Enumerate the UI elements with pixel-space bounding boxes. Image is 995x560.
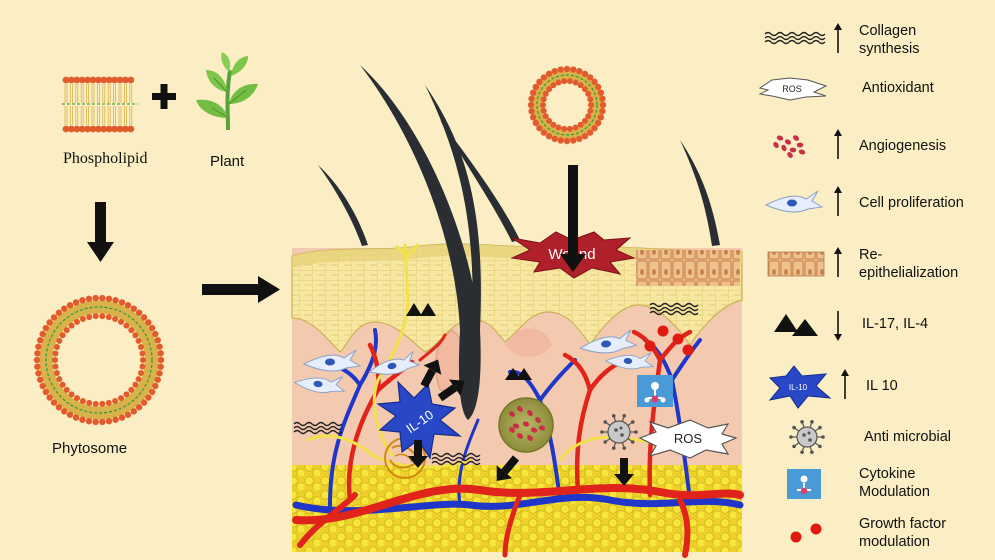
virus-icon — [600, 414, 638, 450]
plus-icon — [152, 84, 176, 109]
il10-star-icon: IL-10 — [376, 380, 462, 460]
phytosome-icon — [527, 65, 607, 145]
legend-item-triangles-icon — [774, 311, 842, 341]
legend-icons: ROS IL-10 — [758, 23, 849, 543]
legend-label-line: Collagen — [859, 23, 917, 39]
skin-cross-section: ROS IL-10 — [291, 65, 744, 558]
legend-label: Growth factor modulation — [859, 515, 946, 551]
legend-label: Angiogenesis — [859, 137, 946, 155]
ros-icon-text: ROS — [782, 84, 802, 94]
legend-label: Collagen synthesis — [859, 22, 919, 58]
legend-label: Antioxidant — [862, 79, 934, 97]
phytosome-label: Phytosome — [52, 440, 128, 457]
legend-label: Anti microbial — [864, 428, 951, 446]
down-arrow-icon — [834, 311, 842, 341]
legend-label-line: Antioxidant — [862, 80, 934, 96]
legend-item-cytokine-icon — [787, 469, 821, 499]
legend-label-line: Re- — [859, 247, 883, 263]
plant-icon — [196, 52, 258, 131]
legend-item-epithelium-tissue-icon — [767, 247, 842, 277]
up-arrow-icon — [834, 247, 842, 277]
up-arrow-icon — [834, 129, 842, 159]
phospholipid-bilayer-icon — [62, 76, 138, 133]
legend-item-il10-star-icon: IL-10 — [768, 365, 849, 409]
growth-factor-dots — [644, 325, 694, 356]
legend-item-virus-icon — [789, 419, 825, 455]
legend-label-line: synthesis — [859, 41, 920, 57]
plant-label: Plant — [210, 153, 245, 170]
legend-label-line: Modulation — [859, 484, 930, 500]
legend-label: Cell proliferation — [859, 194, 964, 212]
legend-item-red-dots-icon — [790, 523, 822, 543]
legend-item-ros-star-icon: ROS — [758, 77, 828, 101]
down-arrow-icon — [87, 202, 114, 262]
ros-star-icon: ROS — [638, 419, 738, 459]
legend-item-collagen-fiber-icon — [764, 23, 842, 53]
up-arrow-icon — [834, 186, 842, 216]
legend-label-line: modulation — [859, 534, 930, 550]
up-arrow-icon — [834, 23, 842, 53]
legend-label-line: IL-17, IL-4 — [862, 316, 929, 332]
legend-label-line: Growth factor — [859, 516, 947, 532]
legend-item-red-blood-cells-icon — [773, 129, 842, 159]
legend-label: IL 10 — [866, 377, 898, 395]
legend-label-line: Angiogenesis — [859, 138, 947, 154]
legend-label: IL-17, IL-4 — [862, 315, 928, 333]
epithelium-tissue — [636, 250, 740, 286]
il10-icon-text: IL-10 — [789, 383, 808, 392]
legend-item-fibroblast-cell-icon — [764, 186, 842, 216]
legend-label: Re-epithelialization — [859, 246, 958, 282]
legend-label-line: Anti microbial — [864, 429, 952, 445]
legend-label-line: epithelialization — [859, 265, 959, 281]
ros-label: ROS — [674, 431, 703, 446]
small-arrows — [408, 359, 634, 486]
collagen-fibers — [293, 302, 699, 466]
triangles-icon — [406, 303, 532, 380]
down-arrow-icon — [560, 165, 586, 272]
cytokine-icon — [637, 375, 673, 407]
angiogenesis-cell — [498, 397, 554, 453]
legend-label-line: IL 10 — [866, 378, 898, 394]
fibroblast-cells — [293, 329, 655, 394]
phospholipid-label: Phospholipid — [63, 150, 148, 167]
legend-label-line: Cytokine — [859, 466, 916, 482]
up-arrow-icon — [841, 369, 849, 399]
phytosome-icon — [33, 294, 165, 426]
legend-label-line: Cell proliferation — [859, 195, 964, 211]
hair-strands — [318, 65, 720, 420]
right-arrow-icon — [202, 276, 280, 303]
